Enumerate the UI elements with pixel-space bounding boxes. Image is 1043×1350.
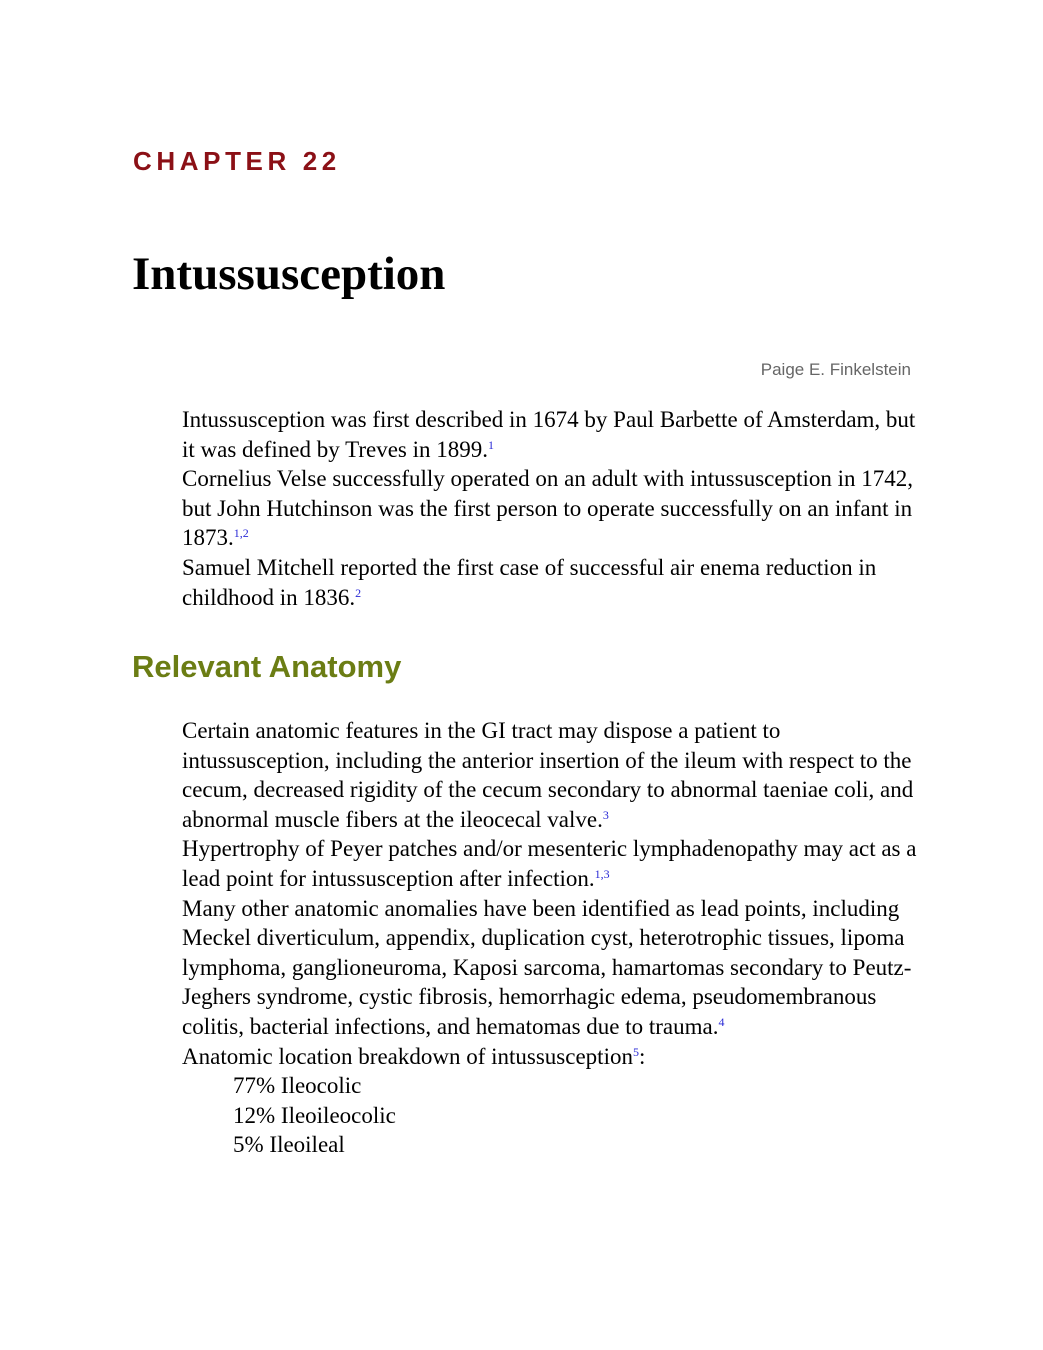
reference-link[interactable]: 1,2: [233, 526, 249, 541]
reference-link[interactable]: 2: [355, 585, 362, 600]
paragraph-text: Many other anatomic anomalies have been …: [182, 895, 912, 1039]
list-item: 5% Ileoileal: [233, 1132, 345, 1158]
author-name: Paige E. Finkelstein: [760, 360, 911, 379]
anatomy-paragraph: Hypertrophy of Peyer patches and/or mese…: [182, 834, 922, 893]
paragraph-text: Hypertrophy of Peyer patches and/or mese…: [182, 836, 917, 891]
reference-link[interactable]: 1: [488, 437, 495, 452]
reference-link[interactable]: 4: [718, 1014, 725, 1029]
breakdown-lead: Anatomic location breakdown of intussusc…: [182, 1042, 922, 1072]
paragraph-text: Certain anatomic features in the GI trac…: [182, 718, 914, 832]
anatomy-paragraph: Many other anatomic anomalies have been …: [182, 894, 922, 1042]
list-item: 77% Ileocolic: [233, 1073, 362, 1099]
paragraph-text: Anatomic location breakdown of intussusc…: [182, 1043, 633, 1069]
paragraph-text: Cornelius Velse successfully operated on…: [182, 466, 913, 551]
punctuation: :: [638, 1043, 646, 1069]
anatomy-section: Certain anatomic features in the GI trac…: [182, 716, 922, 1160]
section-heading-relevant-anatomy: Relevant Anatomy: [132, 649, 402, 684]
list-item: 12% Ileoileocolic: [233, 1102, 396, 1128]
anatomy-paragraph: Certain anatomic features in the GI trac…: [182, 716, 922, 834]
intro-paragraph: Samuel Mitchell reported the first case …: [182, 553, 922, 612]
intro-paragraph: Intussusception was first described in 1…: [182, 405, 922, 464]
reference-link[interactable]: 3: [602, 807, 609, 822]
paragraph-text: Intussusception was first described in 1…: [182, 407, 916, 462]
paragraph-text: Samuel Mitchell reported the first case …: [182, 554, 877, 610]
chapter-label: CHAPTER 22: [133, 146, 341, 176]
intro-paragraph: Cornelius Velse successfully operated on…: [182, 464, 922, 553]
location-breakdown-list: 77% Ileocolic 12% Ileoileocolic 5% Ileoi…: [182, 1071, 922, 1160]
reference-link[interactable]: 1,3: [594, 866, 610, 881]
chapter-title: Intussusception: [132, 248, 446, 300]
intro-section: Intussusception was first described in 1…: [182, 405, 922, 612]
reference-link[interactable]: 5: [632, 1044, 639, 1059]
